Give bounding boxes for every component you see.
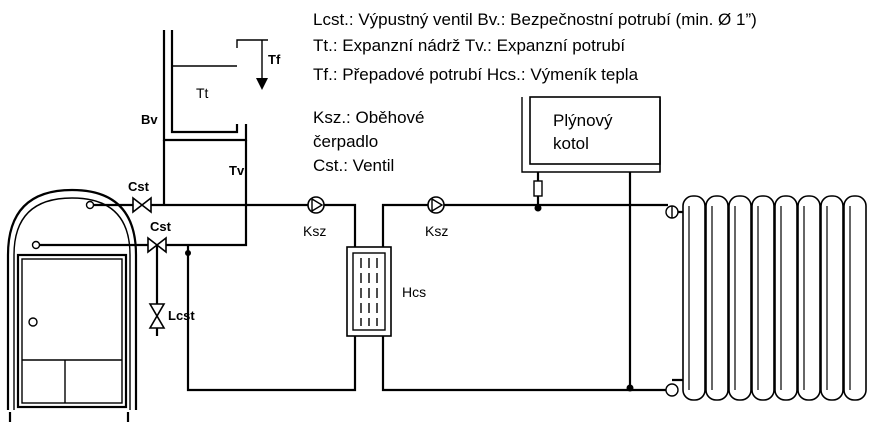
label-ksz-right: Ksz xyxy=(425,223,448,239)
label-tt: Tt xyxy=(196,85,209,101)
circulation-pump-left: Ksz xyxy=(303,196,326,239)
gas-boiler-line-1: Plýnový xyxy=(553,111,613,130)
pipework xyxy=(40,140,668,392)
expansion-tank: Tt xyxy=(162,30,268,142)
arrow-down-icon xyxy=(256,78,268,90)
heat-exchanger: Hcs xyxy=(346,246,426,337)
drain-valve-lcst: Lcst xyxy=(148,303,195,329)
valve-cst-lower: Cst xyxy=(147,219,172,254)
radiator xyxy=(665,195,867,401)
pump-icon xyxy=(431,197,444,213)
valve-cst-upper: Cst xyxy=(128,179,152,214)
legend-line-3: Tf.: Přepadové potrubí Hcs.: Výmeník tep… xyxy=(313,65,639,84)
label-cst-lower: Cst xyxy=(150,219,172,234)
label-hcs: Hcs xyxy=(402,284,426,300)
legend-cst-line: Cst.: Ventil xyxy=(313,156,394,175)
pump-icon xyxy=(311,197,324,213)
legend-ksz-line-1: Ksz.: Oběhové xyxy=(313,108,425,127)
legend-line-1: Lcst.: Výpustný ventil Bv.: Bezpečnostní… xyxy=(313,10,757,29)
label-tf: Tf xyxy=(268,52,281,67)
label-ksz-left: Ksz xyxy=(303,223,326,239)
legend-line-2: Tt.: Expanzní nádrž Tv.: Expanzní potrub… xyxy=(313,36,625,55)
label-tv: Tv xyxy=(229,163,245,178)
solid-fuel-boiler xyxy=(6,188,138,422)
legend-ksz-line-2: čerpadlo xyxy=(313,132,378,151)
label-lcst: Lcst xyxy=(168,308,195,323)
label-bv: Bv xyxy=(141,112,158,127)
circulation-pump-right: Ksz xyxy=(425,196,448,239)
label-cst-upper: Cst xyxy=(128,179,150,194)
gas-boiler: Plýnový kotol xyxy=(521,96,661,197)
overflow-pipe: Tf xyxy=(256,40,281,90)
gas-boiler-line-2: kotol xyxy=(553,134,589,153)
